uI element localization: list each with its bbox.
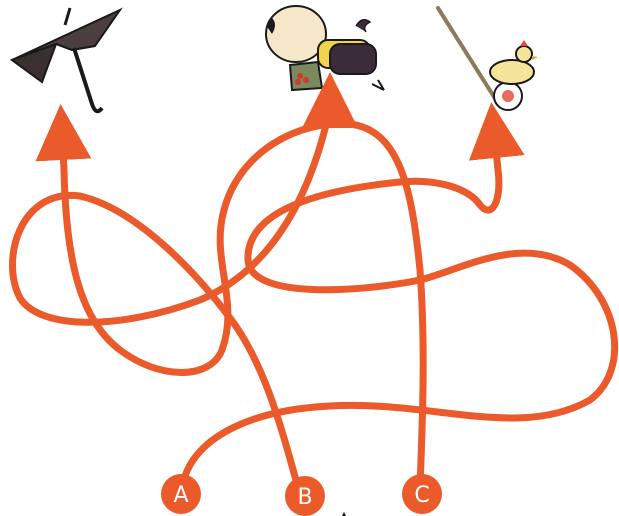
boy-with-bag-icon[interactable] — [265, 5, 385, 92]
cursor-mark — [342, 512, 346, 516]
start-badge-a[interactable]: A — [161, 474, 201, 514]
start-badge-c[interactable]: C — [402, 474, 442, 514]
path-c[interactable] — [35, 104, 427, 492]
start-label-a: A — [173, 483, 188, 508]
umbrella-icon[interactable] — [9, 7, 123, 114]
start-label-b: B — [297, 485, 312, 510]
path-a[interactable] — [178, 102, 619, 492]
start-badge-b[interactable]: B — [285, 476, 325, 516]
start-label-c: C — [414, 483, 429, 508]
chick-push-toy-icon[interactable] — [436, 6, 538, 111]
maze-paths — [9, 72, 619, 492]
